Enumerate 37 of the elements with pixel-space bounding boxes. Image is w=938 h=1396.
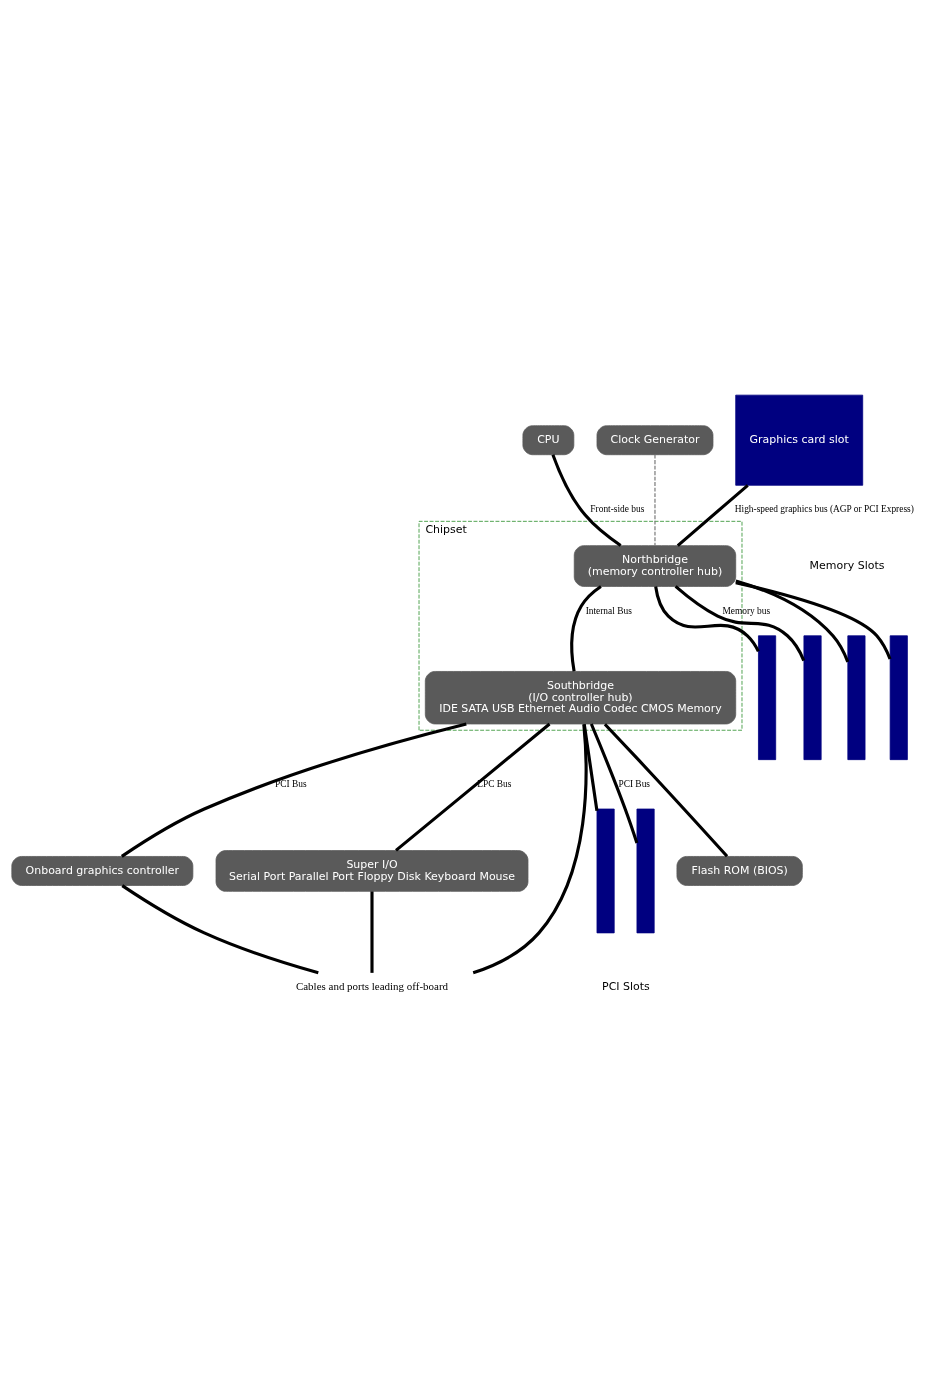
node-box: Graphics card slot bbox=[735, 394, 864, 486]
node-bar bbox=[758, 634, 777, 760]
connector bbox=[370, 891, 374, 973]
node-bar bbox=[636, 808, 655, 933]
node-box: CPU bbox=[522, 424, 575, 455]
connector bbox=[654, 453, 656, 546]
connector bbox=[735, 578, 850, 662]
connector bbox=[551, 453, 622, 547]
node-text: Cables and ports leading off-board bbox=[295, 979, 449, 992]
node-box: Flash ROM (BIOS) bbox=[676, 855, 803, 886]
connector bbox=[395, 722, 551, 852]
edge-label: High-speed graphics bus (AGP or PCI Express) bbox=[734, 503, 914, 514]
node-box: Clock Generator bbox=[596, 424, 714, 455]
node-box: Onboard graphics controller bbox=[11, 855, 194, 886]
connector bbox=[120, 721, 467, 858]
connector bbox=[589, 722, 639, 843]
edge-label: Internal Bus bbox=[585, 605, 632, 616]
node-box: Northbridge (memory controller hub) bbox=[573, 544, 737, 587]
connector bbox=[603, 722, 729, 857]
node-bar bbox=[596, 808, 615, 933]
connector bbox=[582, 723, 599, 811]
label: Memory Slots bbox=[809, 558, 885, 572]
edge-label: PCI Bus bbox=[618, 778, 650, 789]
label: PCI Slots bbox=[602, 979, 650, 993]
node-box: Super I/O Serial Port Parallel Port Floppy Disk Keyboard Mouse bbox=[215, 849, 529, 892]
edge-label: Front-side bus bbox=[590, 503, 645, 514]
connector bbox=[472, 723, 588, 974]
connector bbox=[121, 883, 319, 974]
connector bbox=[676, 483, 749, 547]
node-bar bbox=[803, 634, 822, 760]
node-bar bbox=[847, 634, 866, 760]
connector bbox=[654, 585, 760, 652]
connector bbox=[674, 584, 806, 661]
node-bar bbox=[889, 634, 908, 760]
connector bbox=[735, 580, 892, 660]
connector bbox=[570, 584, 602, 672]
node-box: Southbridge (I/O controller hub) IDE SATA USB Ethernet Audio Codec CMOS Memory bbox=[424, 670, 737, 724]
